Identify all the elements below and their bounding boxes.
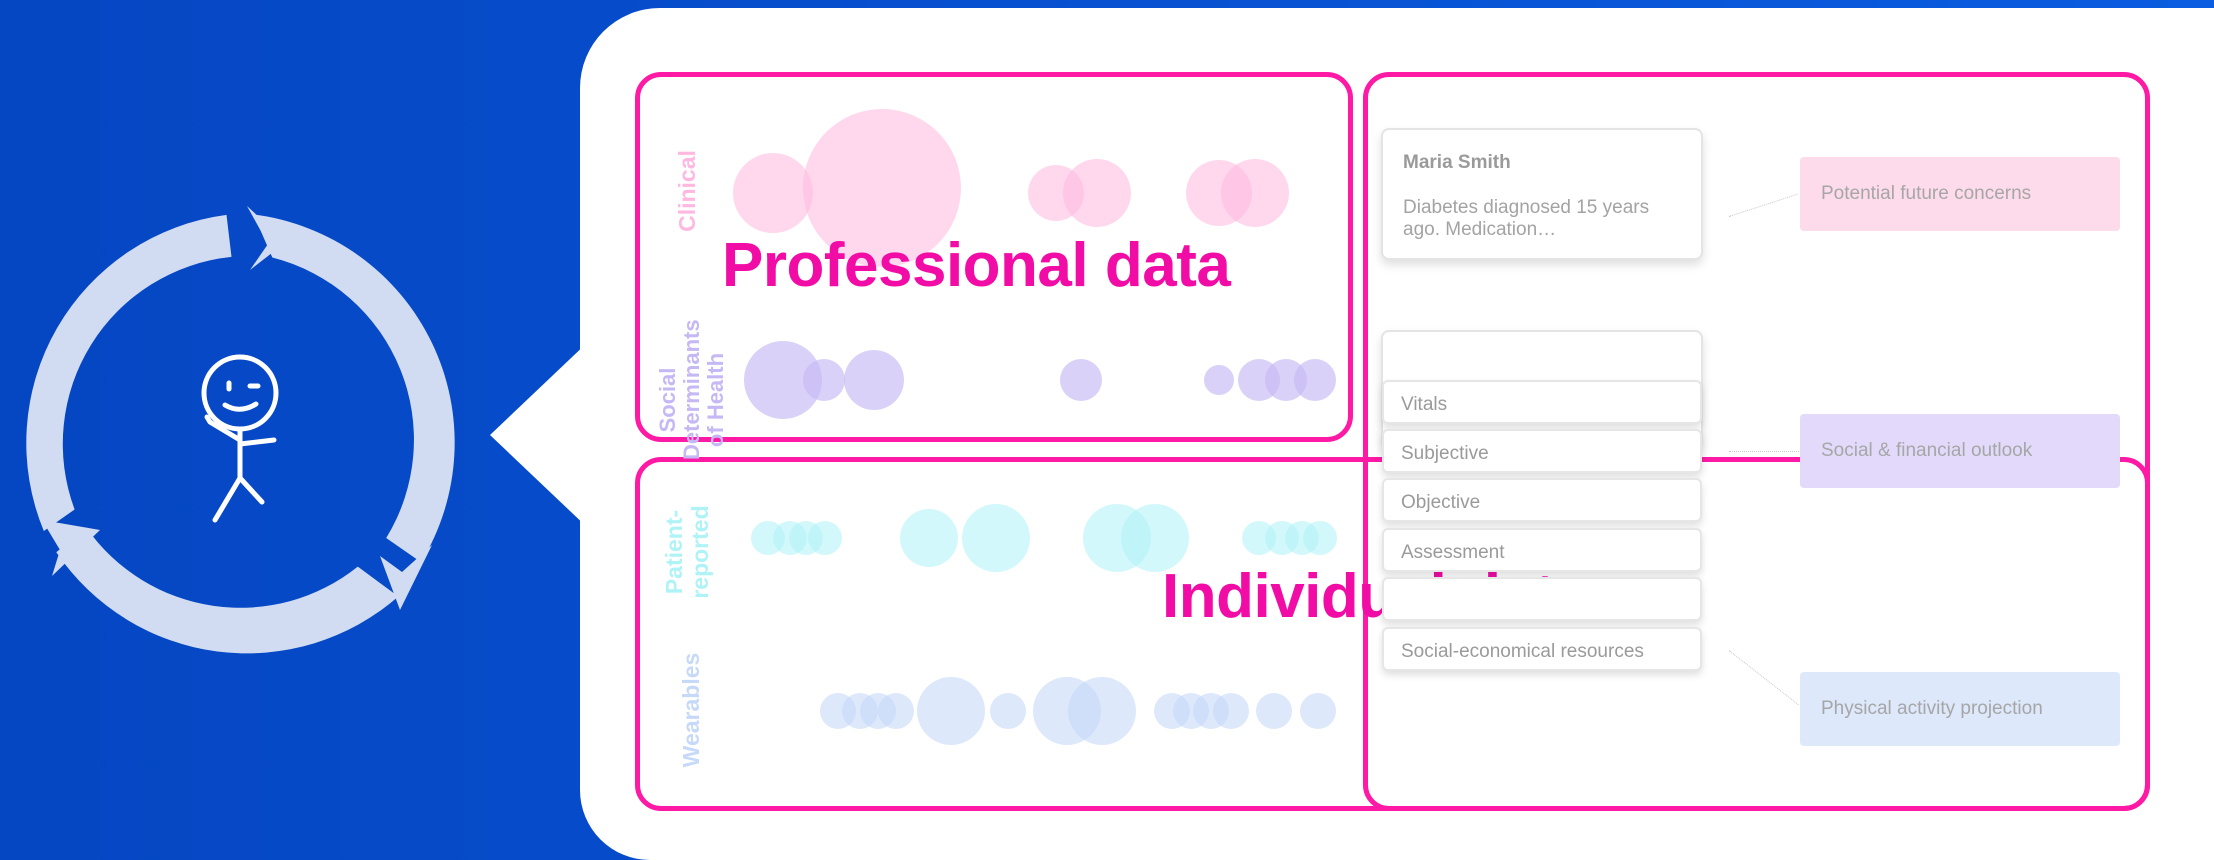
clinical-bubble [733, 153, 813, 233]
clinical-bubble [1063, 159, 1131, 227]
wearables-bubble [1068, 677, 1136, 745]
cycle-diagram [26, 206, 455, 654]
social-bubble [1204, 365, 1234, 395]
connector-line [1729, 451, 1801, 452]
wearables-bubble [878, 693, 914, 729]
patient-name: Maria Smith [1403, 152, 1511, 173]
cycle-arrows-icon [26, 206, 455, 654]
professional-data-label: Professional data [722, 231, 1231, 300]
wearables-bubble [990, 693, 1026, 729]
patient-bubble [808, 521, 842, 555]
row-label-social: Social Determinants of Health [655, 319, 728, 480]
individual-data-frame-upper [1363, 72, 2150, 811]
patient-bubble [1121, 504, 1189, 572]
row-label-patient-text: Patient-reported [661, 505, 713, 599]
social-bubble [803, 359, 845, 401]
record-row[interactable]: Objective [1382, 478, 1702, 522]
record-row[interactable]: Social-economical resources [1382, 627, 1702, 671]
row-label-wearables: Wearables [678, 652, 704, 768]
wearables-bubble [1213, 693, 1249, 729]
speech-pointer [490, 340, 590, 530]
wearables-bubble [917, 677, 985, 745]
patient-summary: Diabetes diagnosed 15 years ago. Medicat… [1403, 197, 1650, 240]
patient-bubble [900, 509, 958, 567]
clinical-bubble [803, 109, 961, 267]
patient-bubble [962, 504, 1030, 572]
outcome-future-concerns[interactable]: Potential future concerns [1800, 157, 2120, 231]
row-label-clinical: Clinical [674, 150, 700, 232]
record-row[interactable] [1382, 577, 1702, 621]
professional-data-frame [635, 72, 1353, 442]
outcome-physical-activity[interactable]: Physical activity projection [1800, 672, 2120, 746]
record-row[interactable]: Subjective [1382, 429, 1702, 473]
wearables-bubble [1300, 693, 1336, 729]
record-row[interactable]: Vitals [1382, 380, 1702, 424]
clinical-bubble [1221, 159, 1289, 227]
wearables-bubble [1256, 693, 1292, 729]
outcome-social-financial[interactable]: Social & financial outlook [1800, 414, 2120, 488]
stick-figure-icon [201, 354, 279, 523]
patient-card[interactable]: Maria Smith Diabetes diagnosed 15 years … [1381, 128, 1703, 260]
social-bubble [1060, 359, 1102, 401]
row-label-social-text: Social Determinants of Health [655, 319, 728, 460]
social-bubble [1294, 359, 1336, 401]
row-label-patient: Patient-reported [661, 487, 713, 617]
social-bubble [844, 350, 904, 410]
patient-bubble [1303, 521, 1337, 555]
record-row[interactable]: Assessment [1382, 528, 1702, 572]
